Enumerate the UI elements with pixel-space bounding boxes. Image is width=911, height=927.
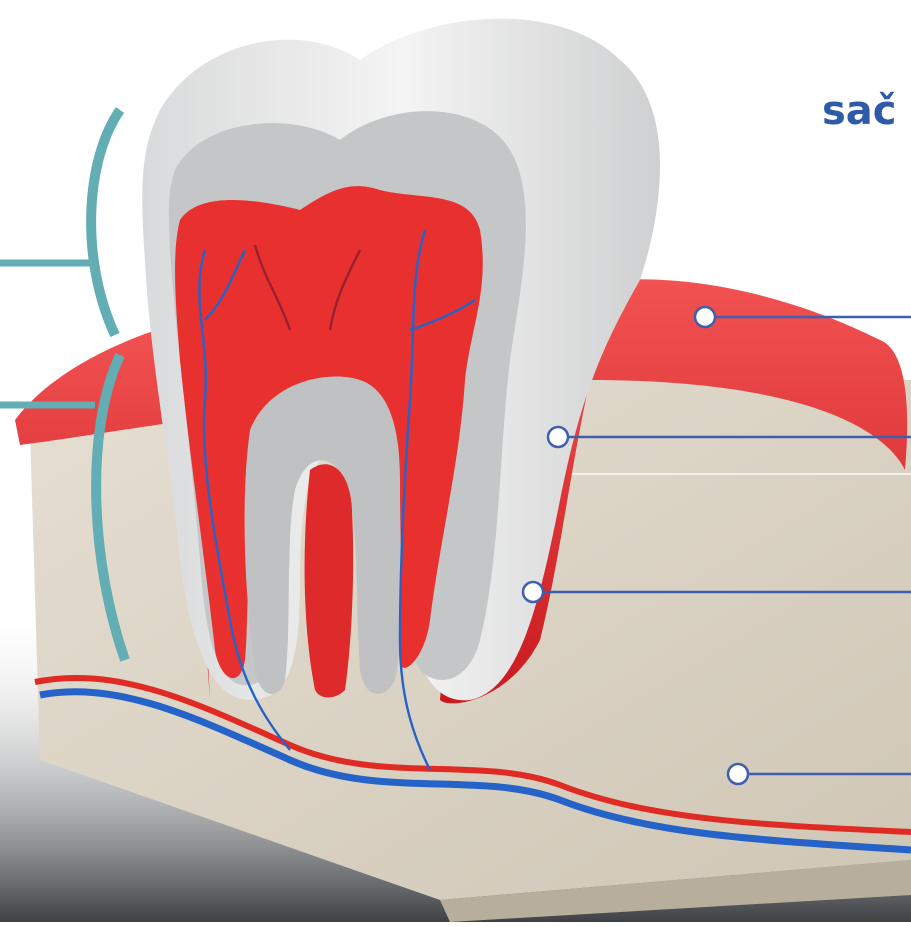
diagram-title: sač: [822, 88, 897, 134]
root-canal-red: [305, 464, 354, 697]
crown-bracket: [0, 110, 120, 335]
